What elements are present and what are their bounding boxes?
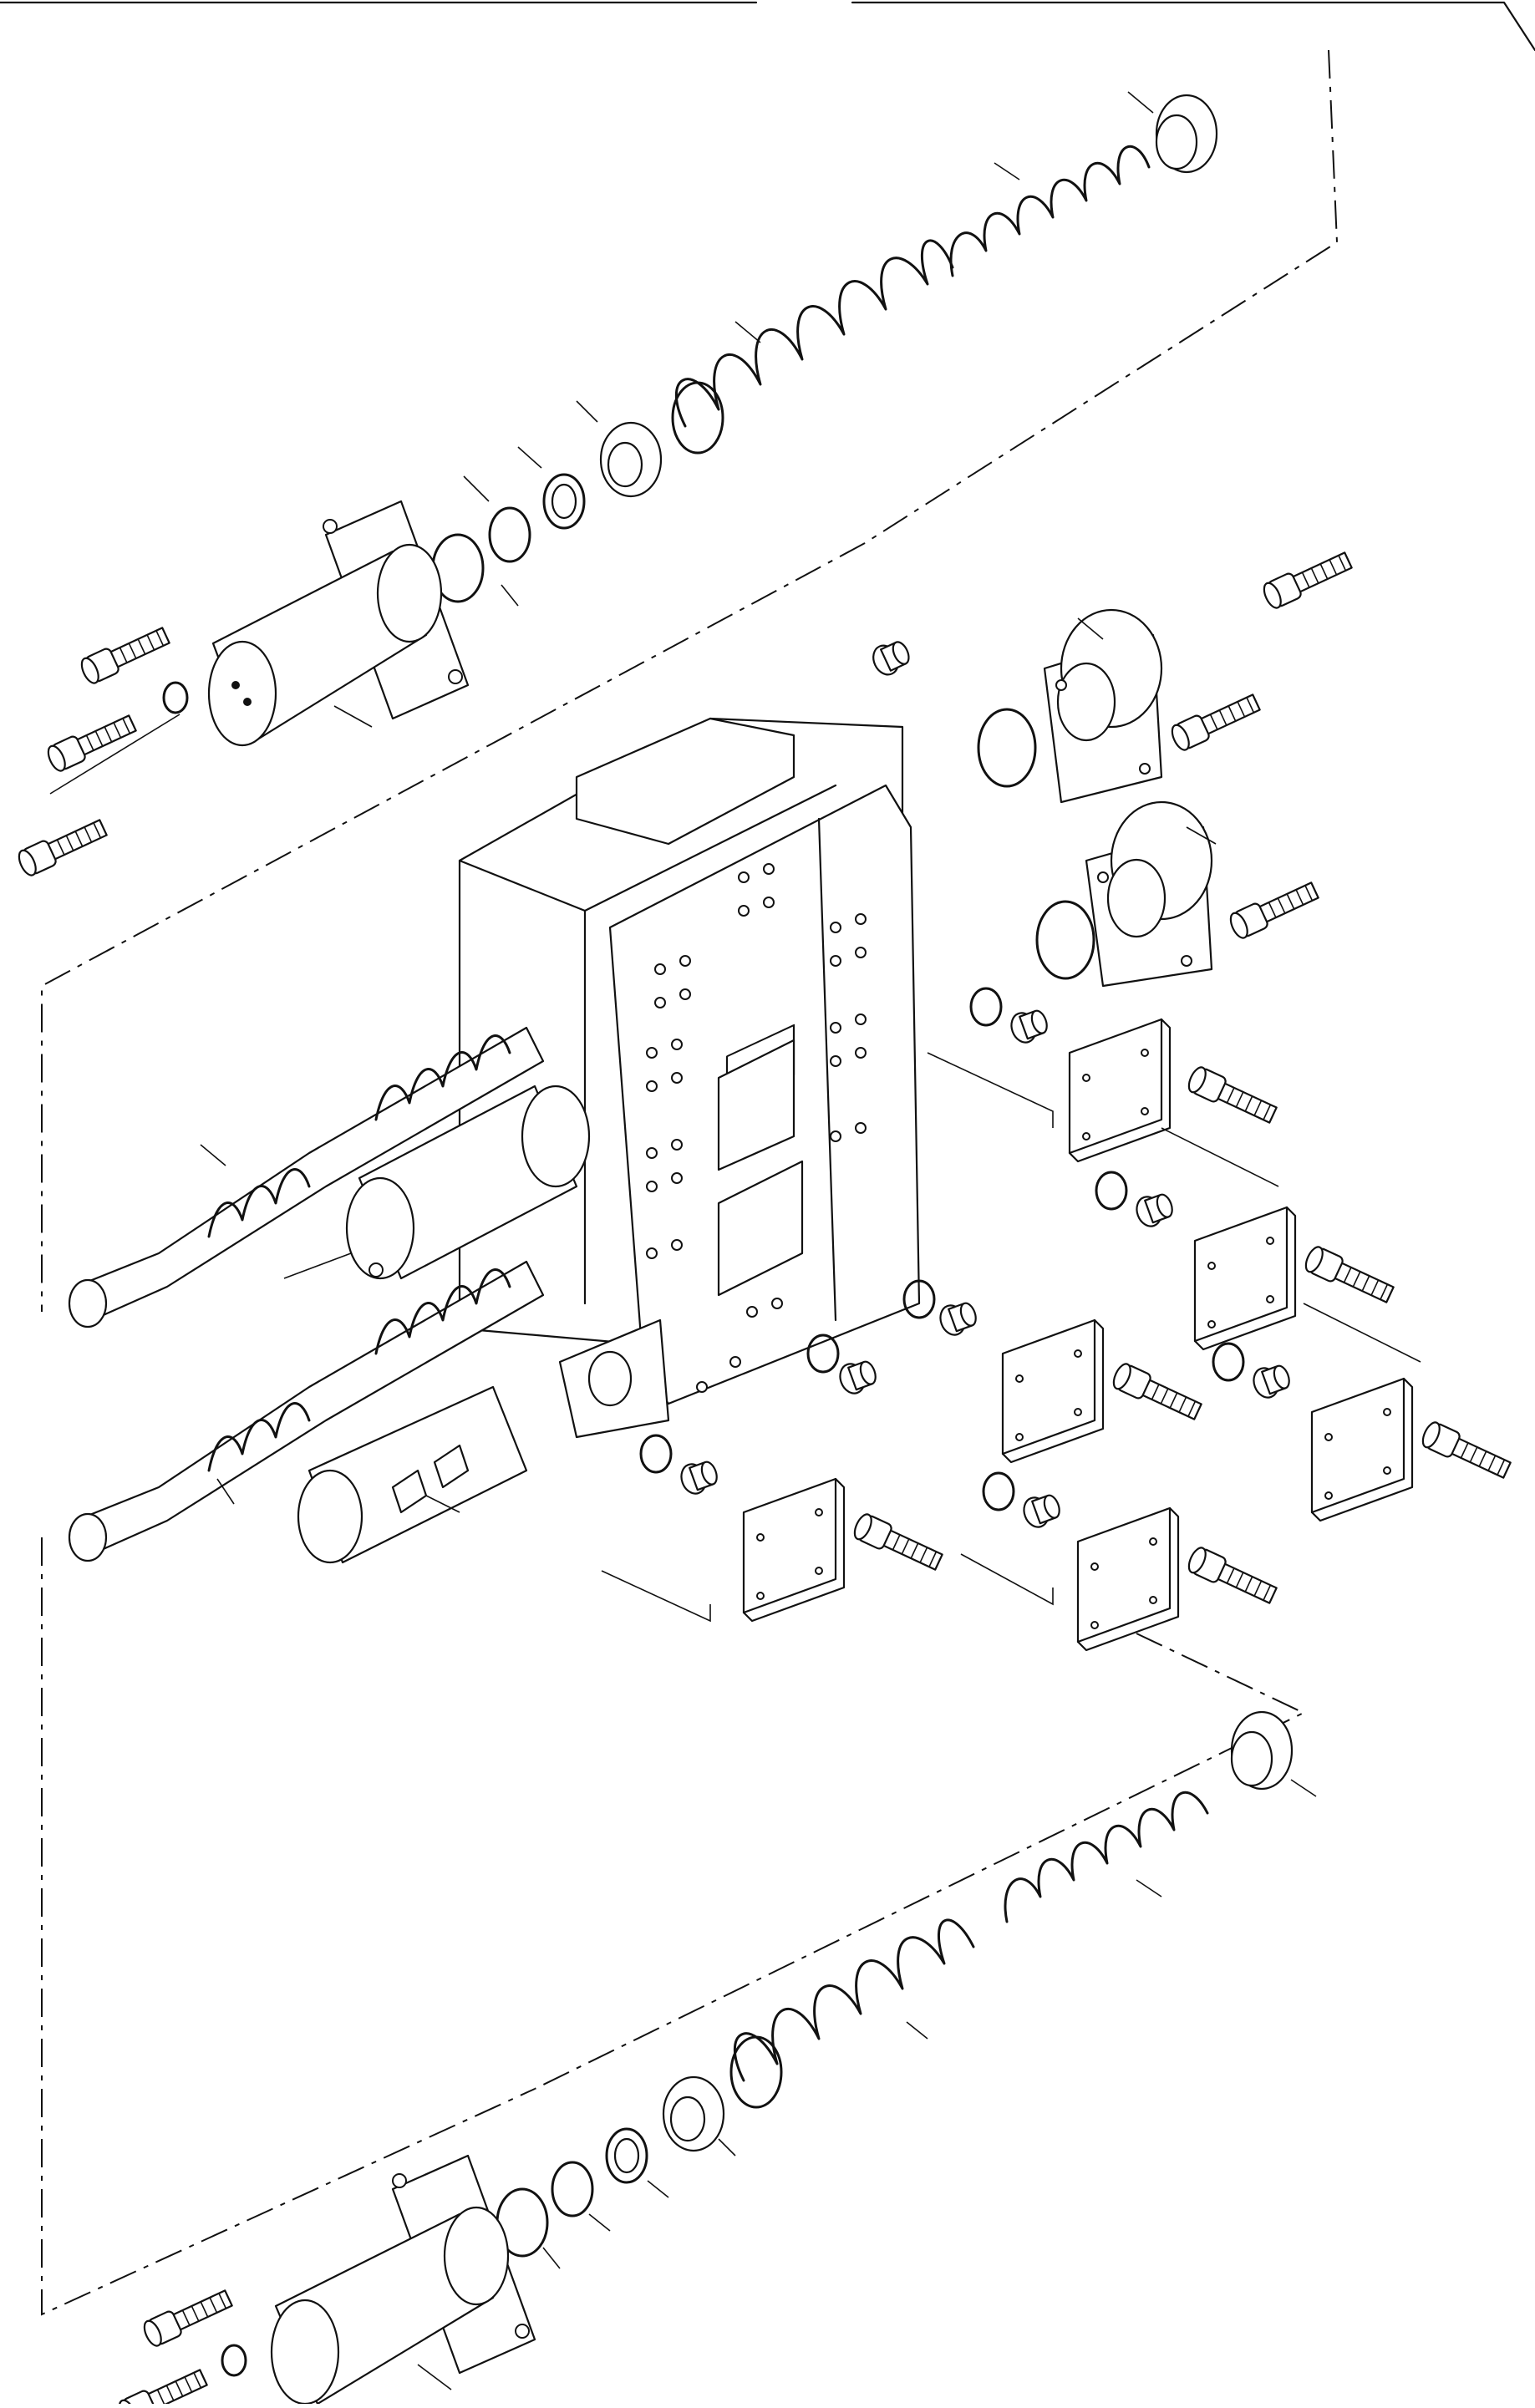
plate-group-6	[601, 1434, 946, 1623]
upper-spring-inner	[949, 145, 1151, 277]
right-flange-lower-oring	[1035, 900, 1095, 980]
frame-border	[0, 1, 1535, 52]
plate-group-3	[902, 1279, 1205, 1464]
spool-upper	[68, 1026, 545, 1328]
top-plug	[867, 635, 915, 680]
right-cap-bolt-top	[1259, 546, 1355, 612]
plate-group-7	[960, 1471, 1280, 1652]
valve-body-ports	[646, 863, 867, 1393]
lower-cover-bolt-2	[114, 2364, 211, 2408]
upper-washer	[517, 446, 586, 530]
upper-spring-outer	[671, 239, 954, 455]
lower-washer	[605, 2127, 669, 2198]
upper-snap-ring	[463, 475, 531, 563]
lower-spring-outer	[729, 1918, 975, 2109]
assembly-boundary-upper	[41, 49, 1339, 1312]
assembly-boundary-lower	[41, 1537, 1306, 2316]
upper-spring-retainer	[1127, 91, 1218, 174]
lower-spring-inner	[1004, 1791, 1209, 1923]
right-flange-upper-oring	[977, 708, 1037, 788]
lower-cover-small-oring	[221, 2344, 247, 2377]
right-flange-lower	[1085, 800, 1217, 988]
lower-spring-seat	[662, 2075, 736, 2157]
upper-cover-bolt-2	[43, 709, 140, 775]
lower-spring-retainer	[1230, 1710, 1317, 1797]
upper-cover-stud	[14, 814, 110, 879]
lower-plunger	[297, 1385, 528, 1564]
valve-body	[458, 717, 921, 1439]
lower-cover	[270, 2154, 536, 2405]
right-flange-upper-bolt	[1167, 688, 1263, 754]
middle-cylinder	[283, 1085, 591, 1280]
plate-group-1	[927, 987, 1280, 1163]
upper-cover-oring	[431, 533, 519, 607]
lower-snap-ring	[551, 2161, 611, 2232]
upper-spring-seat	[576, 400, 663, 498]
lower-cover-bolt-1	[140, 2284, 236, 2350]
upper-cover-small-oring	[49, 681, 189, 795]
right-flange-upper	[1043, 608, 1163, 804]
upper-cover-bolt-1	[77, 622, 173, 687]
plate-group-4	[1212, 1303, 1514, 1522]
right-flange-lower-bolt	[1226, 876, 1322, 942]
spool-lower	[68, 1260, 545, 1562]
plate-group-2	[1095, 1127, 1397, 1351]
upper-cover	[207, 500, 470, 747]
